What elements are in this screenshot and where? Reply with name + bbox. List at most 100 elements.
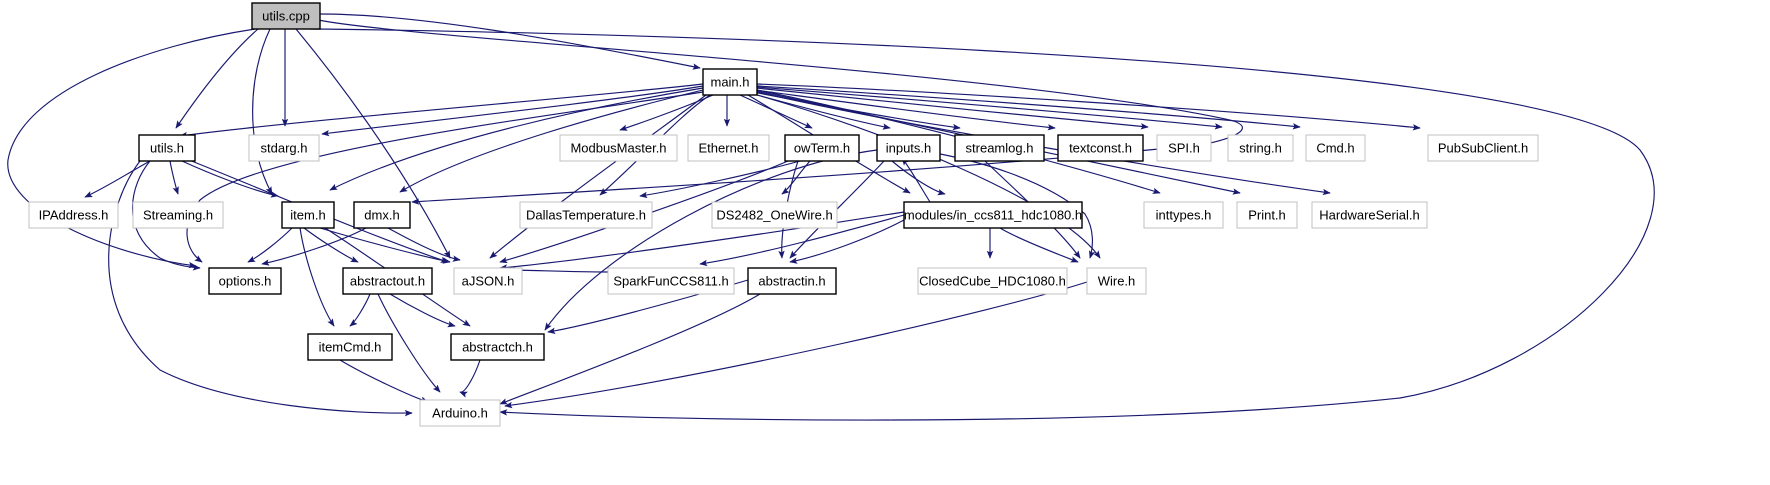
node-box-utils_h[interactable]: [138, 134, 196, 162]
node-arduino_h[interactable]: Arduino.h: [419, 399, 501, 427]
node-label-ipaddress_h: IPAddress.h: [39, 207, 109, 222]
node-wire_h[interactable]: Wire.h: [1086, 267, 1147, 295]
edge-utils_h-to-options_h: [131, 160, 201, 271]
node-dallastemp_h[interactable]: DallasTemperature.h: [519, 201, 653, 229]
node-box-streaming_h[interactable]: [132, 201, 224, 229]
node-label-arduino_h: Arduino.h: [432, 405, 488, 420]
node-utils_h[interactable]: utils.h: [138, 134, 196, 162]
node-closedcube_h[interactable]: ClosedCube_HDC1080.h: [917, 267, 1068, 295]
node-box-spi_h[interactable]: [1156, 134, 1212, 162]
node-box-dallastemp_h[interactable]: [519, 201, 653, 229]
node-stdarg_h[interactable]: stdarg.h: [248, 134, 320, 162]
node-spi_h[interactable]: SPI.h: [1156, 134, 1212, 162]
edge-utils_cpp-to-utils_h: [175, 28, 259, 129]
node-box-pubsub_h[interactable]: [1427, 134, 1539, 162]
node-box-options_h[interactable]: [208, 267, 282, 295]
edge-ccs811mod_h-to-wire_h: [999, 227, 1079, 263]
node-owterm_h[interactable]: owTerm.h: [784, 134, 860, 162]
node-box-modbusmaster[interactable]: [559, 134, 678, 162]
node-box-owterm_h[interactable]: [784, 134, 860, 162]
node-abstractch_h[interactable]: abstractch.h: [450, 333, 545, 361]
edge-owterm_h-to-dallastemp_h: [639, 160, 801, 199]
node-label-ccs811mod_h: modules/in_ccs811_hdc1080.h: [904, 207, 1082, 222]
node-hwserial_h[interactable]: HardwareSerial.h: [1311, 201, 1428, 229]
node-box-abstractch_h[interactable]: [450, 333, 545, 361]
node-box-arduino_h[interactable]: [419, 399, 501, 427]
edge-ccs811mod_h-to-sparkfun_h: [699, 214, 905, 267]
node-box-ccs811mod_h[interactable]: [903, 201, 1083, 229]
edge-item_h-to-itemcmd_h: [299, 227, 335, 327]
node-label-options_h: options.h: [219, 273, 272, 288]
node-sparkfun_h[interactable]: SparkFunCCS811.h: [607, 267, 735, 295]
node-modbusmaster[interactable]: ModbusMaster.h: [559, 134, 678, 162]
node-itemcmd_h[interactable]: itemCmd.h: [307, 333, 393, 361]
edge-utils_cpp-to-arduino_h: [309, 28, 1655, 421]
edge-item_h-to-abstractout_h: [303, 227, 359, 263]
edge-inputs_h-to-ccs811mod_h: [891, 160, 946, 196]
edge-main_h-to-textconst_h: [754, 89, 1056, 131]
edge-main_h-to-string_h: [756, 86, 1223, 130]
node-box-print_h[interactable]: [1236, 201, 1298, 229]
edge-utils_cpp-to-item_h: [252, 28, 273, 195]
node-box-ds2482_h[interactable]: [711, 201, 838, 229]
node-abstractout_h[interactable]: abstractout.h: [342, 267, 433, 295]
node-box-utils_cpp[interactable]: [251, 2, 321, 30]
node-ds2482_h[interactable]: DS2482_OneWire.h: [711, 201, 838, 229]
node-box-ethernet_h[interactable]: [687, 134, 770, 162]
node-abstractin_h[interactable]: abstractin.h: [747, 267, 837, 295]
node-box-closedcube_h[interactable]: [917, 267, 1068, 295]
node-box-abstractout_h[interactable]: [342, 267, 433, 295]
node-box-cmd_h[interactable]: [1305, 134, 1366, 162]
node-label-dmx_h: dmx.h: [364, 207, 399, 222]
node-pubsub_h[interactable]: PubSubClient.h: [1427, 134, 1539, 162]
edge-abstractout_h-to-itemcmd_h: [349, 293, 371, 327]
node-cmd_h[interactable]: Cmd.h: [1305, 134, 1366, 162]
node-ipaddress_h[interactable]: IPAddress.h: [28, 201, 119, 229]
node-inputs_h[interactable]: inputs.h: [876, 134, 941, 162]
node-label-closedcube_h: ClosedCube_HDC1080.h: [919, 273, 1066, 288]
node-box-dmx_h[interactable]: [353, 201, 411, 229]
node-box-main_h[interactable]: [702, 68, 758, 96]
edge-utils_cpp-to-options_h: [7, 28, 256, 269]
node-options_h[interactable]: options.h: [208, 267, 282, 295]
node-streaming_h[interactable]: Streaming.h: [132, 201, 224, 229]
node-label-item_h: item.h: [290, 207, 325, 222]
node-box-string_h[interactable]: [1227, 134, 1294, 162]
edge-main_h-to-hwserial_h: [756, 91, 1331, 196]
edge-utils_h-to-streaming_h: [169, 160, 179, 195]
node-box-textconst_h[interactable]: [1057, 134, 1144, 162]
node-item_h[interactable]: item.h: [281, 201, 335, 229]
node-box-sparkfun_h[interactable]: [607, 267, 735, 295]
node-box-wire_h[interactable]: [1086, 267, 1147, 295]
node-label-cmd_h: Cmd.h: [1316, 140, 1354, 155]
node-box-stdarg_h[interactable]: [248, 134, 320, 162]
node-ccs811mod_h[interactable]: modules/in_ccs811_hdc1080.h: [903, 201, 1083, 229]
node-label-inttypes_h: inttypes.h: [1156, 207, 1212, 222]
node-ethernet_h[interactable]: Ethernet.h: [687, 134, 770, 162]
node-ajson_h[interactable]: aJSON.h: [453, 267, 523, 295]
node-inttypes_h[interactable]: inttypes.h: [1143, 201, 1224, 229]
node-main_h[interactable]: main.h: [702, 68, 758, 96]
node-box-item_h[interactable]: [281, 201, 335, 229]
node-box-abstractin_h[interactable]: [747, 267, 837, 295]
node-box-hwserial_h[interactable]: [1311, 201, 1428, 229]
node-box-inputs_h[interactable]: [876, 134, 941, 162]
node-dmx_h[interactable]: dmx.h: [353, 201, 411, 229]
edge-itemcmd_h-to-arduino_h: [339, 359, 429, 403]
node-string_h[interactable]: string.h: [1227, 134, 1294, 162]
node-box-streamlog_h[interactable]: [954, 134, 1045, 162]
node-label-modbusmaster: ModbusMaster.h: [570, 140, 666, 155]
node-box-itemcmd_h[interactable]: [307, 333, 393, 361]
edge-main_h-to-ajson_h: [489, 94, 707, 259]
edge-item_h-to-options_h: [247, 227, 293, 263]
edge-abstractout_h-to-arduino_h: [377, 293, 441, 393]
edge-main_h-to-utils_h: [179, 83, 704, 139]
node-utils_cpp[interactable]: utils.cpp: [251, 2, 321, 30]
node-box-inttypes_h[interactable]: [1143, 201, 1224, 229]
node-box-ipaddress_h[interactable]: [28, 201, 119, 229]
node-box-ajson_h[interactable]: [453, 267, 523, 295]
node-print_h[interactable]: Print.h: [1236, 201, 1298, 229]
node-textconst_h[interactable]: textconst.h: [1057, 134, 1144, 162]
node-streamlog_h[interactable]: streamlog.h: [954, 134, 1045, 162]
